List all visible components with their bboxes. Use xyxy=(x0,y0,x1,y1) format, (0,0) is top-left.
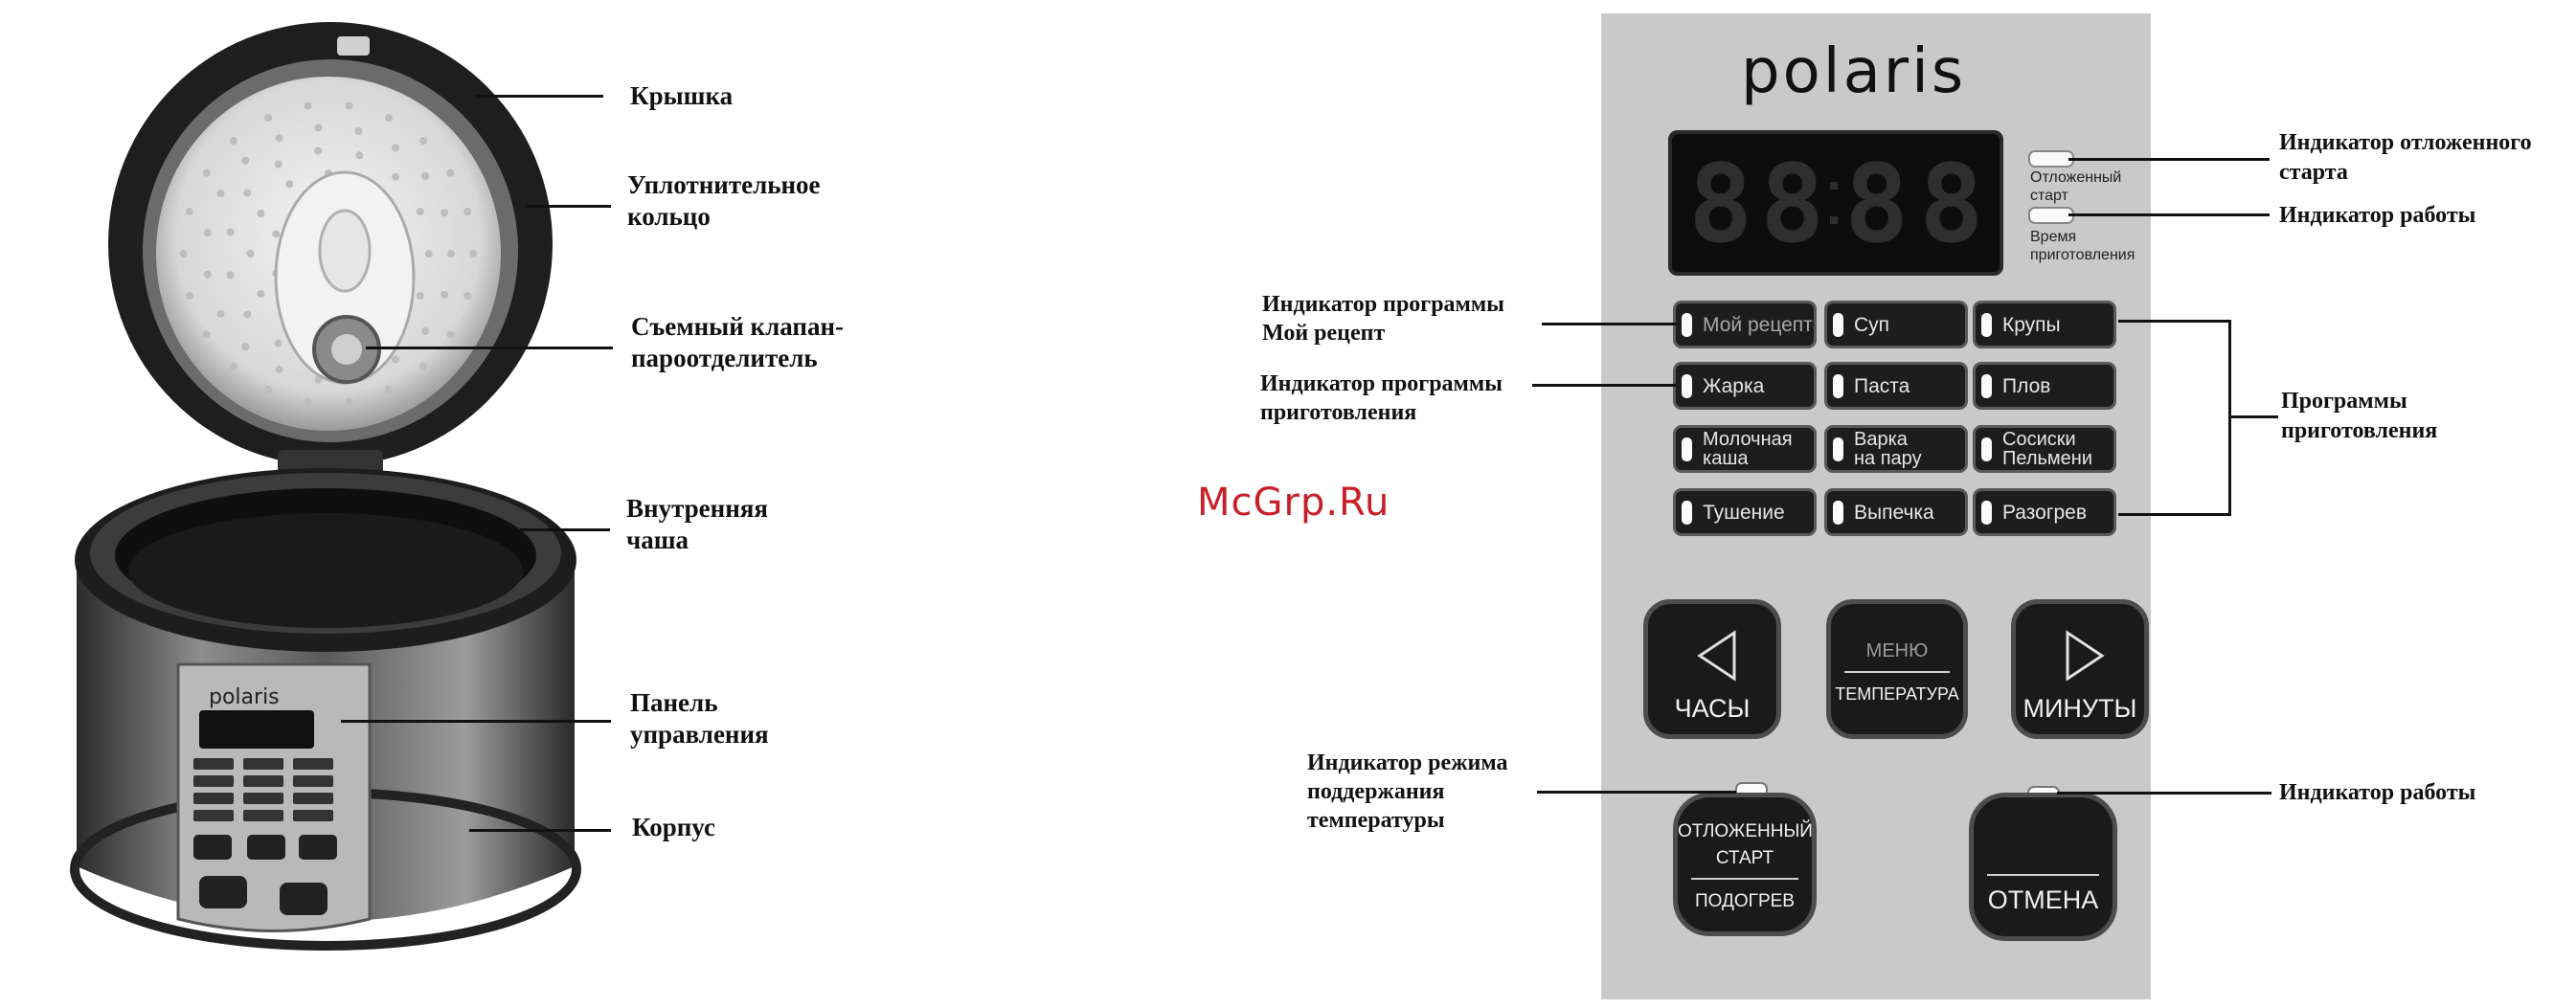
program-pasta[interactable]: Паста xyxy=(1824,362,1968,410)
cook-time-indicator-label: Время приготовления xyxy=(2030,229,2135,263)
program-label: Сосиски Пельмени xyxy=(2002,429,2093,469)
callout-my-recipe-indicator: Индикатор программы Мой рецепт xyxy=(1262,292,1504,346)
menu-divider xyxy=(1844,671,1950,673)
heating-label: ПОДОГРЕВ xyxy=(1695,891,1795,911)
program-my-recipe[interactable]: Мой рецепт xyxy=(1673,301,1817,348)
program-sausages-dumplings[interactable]: Сосиски Пельмени xyxy=(1973,425,2116,473)
lid xyxy=(108,22,553,466)
callout-work-indicator-top: Индикатор работы xyxy=(2279,203,2476,228)
program-label: Паста xyxy=(1854,374,1910,397)
watermark: McGrp.Ru xyxy=(1197,481,1390,525)
program-led xyxy=(1833,313,1843,337)
leader-work-indicator-top xyxy=(2068,213,2270,216)
program-soup[interactable]: Суп xyxy=(1824,301,1968,348)
right-arrow-icon xyxy=(2066,630,2105,682)
program-label: Плов xyxy=(2002,374,2051,397)
callout-keep-warm-indicator: Индикатор режима поддержания температуры xyxy=(1307,750,1508,833)
delayed-start-heating-button[interactable]: ОТЛОЖЕННЫЙ СТАРТ ПОДОГРЕВ xyxy=(1673,793,1817,936)
callout-delayed-start-indicator: Индикатор отложенного старта xyxy=(2279,130,2532,185)
cancel-button[interactable]: ОТМЕНА xyxy=(1969,793,2117,941)
delayed-start-label: ОТЛОЖЕННЫЙ СТАРТ xyxy=(1678,821,1813,868)
mini-control-panel: polaris xyxy=(176,662,372,932)
callout-valve: Съемный клапан- пароотделитель xyxy=(631,312,845,372)
bracket-programs-top xyxy=(2118,320,2231,323)
bracket-programs-tick xyxy=(2228,415,2278,418)
bracket-programs-bottom xyxy=(2118,513,2231,516)
program-led xyxy=(1682,313,1692,337)
program-label: Крупы xyxy=(2002,313,2061,336)
program-led xyxy=(1833,501,1843,525)
callout-work-indicator-bottom: Индикатор работы xyxy=(2279,780,2476,805)
leader-keep-warm-indicator xyxy=(1537,791,1736,794)
cancel-divider xyxy=(1987,874,2099,876)
program-label: Суп xyxy=(1854,313,1890,336)
program-label: Разогрев xyxy=(2002,501,2087,524)
leader-delayed-start-indicator xyxy=(2068,158,2270,161)
leader-lid xyxy=(477,95,603,98)
cancel-label: ОТМЕНА xyxy=(1987,885,2099,914)
hours-label: ЧАСЫ xyxy=(1674,694,1751,723)
callout-lid: Крышка xyxy=(630,81,734,110)
multicooker-illustration: polaris xyxy=(70,22,581,951)
program-led xyxy=(1833,374,1843,398)
leader-valve xyxy=(366,347,613,349)
program-label: Жарка xyxy=(1703,374,1765,397)
program-led xyxy=(1682,501,1692,525)
cook-time-led xyxy=(2028,207,2074,224)
program-label: Тушение xyxy=(1703,501,1785,524)
program-led xyxy=(1981,313,1992,337)
leader-my-recipe-indicator xyxy=(1542,323,1676,325)
callout-body: Корпус xyxy=(632,813,715,841)
display-digit: 8 xyxy=(1688,143,1753,267)
program-steam[interactable]: Варка на пару xyxy=(1824,425,1968,473)
callout-programs: Программы приготовления xyxy=(2281,389,2438,443)
callout-panel: Панель управления xyxy=(630,688,769,749)
program-stewing[interactable]: Тушение xyxy=(1673,488,1817,536)
display-digit: 8 xyxy=(1844,143,1909,267)
display-colon xyxy=(1830,182,1838,226)
program-led xyxy=(1833,437,1843,461)
program-reheat[interactable]: Разогрев xyxy=(1973,488,2116,536)
menu-label: МЕНЮ xyxy=(1865,640,1929,661)
led-display xyxy=(1668,130,2003,276)
program-label: Варка на пару xyxy=(1854,429,1922,469)
leader-bowl xyxy=(520,528,610,531)
panel-brand-logo: polaris xyxy=(1741,36,1967,107)
button-divider xyxy=(1691,878,1798,880)
program-frying[interactable]: Жарка xyxy=(1673,362,1817,410)
program-led xyxy=(1981,501,1992,525)
hours-button[interactable]: ЧАСЫ xyxy=(1643,599,1781,739)
program-led xyxy=(1682,437,1692,461)
program-milk-porridge[interactable]: Молочная каша xyxy=(1673,425,1817,473)
program-led xyxy=(1682,374,1692,398)
mini-panel-brand: polaris xyxy=(209,685,280,709)
program-led xyxy=(1981,437,1992,461)
program-label: Выпечка xyxy=(1854,501,1934,524)
left-arrow-icon xyxy=(1697,630,1736,682)
program-pilaf[interactable]: Плов xyxy=(1973,362,2116,410)
leader-body xyxy=(469,829,611,832)
display-digit: 8 xyxy=(1919,143,1984,267)
delayed-start-indicator-label: Отложенный старт xyxy=(2030,169,2122,204)
temperature-label: ТЕМПЕРАТУРА xyxy=(1835,684,1959,704)
program-label: Мой рецепт xyxy=(1703,313,1813,336)
leader-seal xyxy=(525,205,611,208)
leader-work-indicator-bottom xyxy=(2057,792,2271,795)
program-label: Молочная каша xyxy=(1703,429,1793,469)
leader-panel xyxy=(341,720,611,723)
callout-bowl: Внутренняя чаша xyxy=(626,494,768,554)
program-baking[interactable]: Выпечка xyxy=(1824,488,1968,536)
minutes-label: МИНУТЫ xyxy=(2022,694,2137,723)
callout-seal: Уплотнительное кольцо xyxy=(627,170,821,231)
leader-program-indicator xyxy=(1532,384,1676,387)
callout-program-indicator: Индикатор программы приготовления xyxy=(1260,371,1503,425)
program-led xyxy=(1981,374,1992,398)
program-grains[interactable]: Крупы xyxy=(1973,301,2116,348)
menu-temperature-button[interactable]: МЕНЮ ТЕМПЕРАТУРА xyxy=(1826,599,1968,739)
minutes-button[interactable]: МИНУТЫ xyxy=(2011,599,2149,739)
display-digit: 8 xyxy=(1760,143,1825,267)
delayed-start-led xyxy=(2028,150,2074,168)
